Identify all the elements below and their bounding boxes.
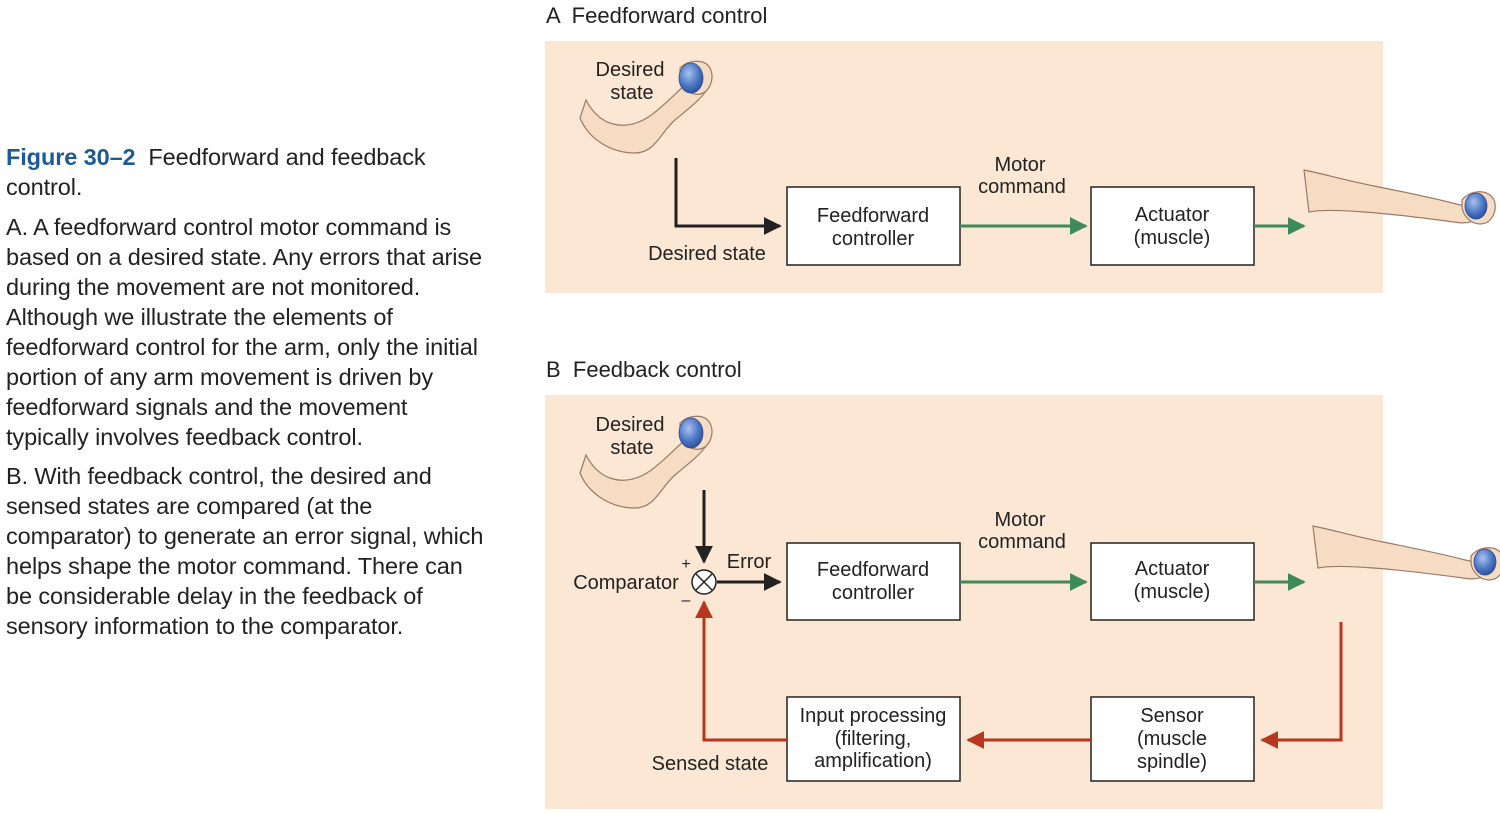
actuator-box <box>1090 542 1255 621</box>
panel-a-title: A Feedforward control <box>546 3 767 28</box>
panel-b-title: B Feedback control <box>546 357 742 382</box>
desired-state-input-label: Desired state <box>648 243 766 265</box>
controller-label-line2: controller <box>832 582 915 604</box>
desired-state-label-top: Desired <box>596 414 665 436</box>
plus-sign: + <box>681 556 690 573</box>
actuator-label-line2: (muscle) <box>1134 581 1211 603</box>
processing-label-line3: amplification) <box>814 750 932 772</box>
processing-label-line2: (filtering, <box>835 728 912 750</box>
feedback-to-sensor-arrow <box>1260 622 1343 749</box>
processing-label-line1: Input processing <box>800 705 947 727</box>
desired-state-arrow <box>674 158 782 235</box>
figure-caption: Figure 30–2 Feedforward and feedback con… <box>6 142 486 650</box>
actuator-box <box>1090 186 1255 266</box>
motor-command-label-line1: Motor <box>994 509 1045 531</box>
controller-label-line1: Feedforward <box>817 559 929 581</box>
motor-command-label-line1: Motor <box>994 154 1045 176</box>
error-label: Error <box>727 551 772 573</box>
desired-state-label-top: Desired <box>596 59 665 81</box>
figure-number: Figure 30–2 <box>6 144 136 170</box>
sensor-label-line2: (muscle <box>1137 728 1207 750</box>
sensor-box <box>1090 696 1255 782</box>
caption-title: Figure 30–2 Feedforward and feedback con… <box>6 142 486 202</box>
figure-title: Feedforward and feedback control. <box>6 144 426 200</box>
controller-label-line1: Feedforward <box>817 205 929 227</box>
feedforward-controller-box <box>786 542 961 621</box>
desired-state-label-bottom: state <box>610 82 653 104</box>
actuator-label-line1: Actuator <box>1135 204 1210 226</box>
sensor-label-line1: Sensor <box>1140 705 1204 727</box>
input-processing-box <box>786 696 961 782</box>
feedforward-controller-box <box>786 186 961 266</box>
caption-paragraph-a: A. A feedforward control motor command i… <box>6 214 483 450</box>
desired-state-label-bottom: state <box>610 437 653 459</box>
motor-command-label-line2: command <box>978 531 1066 553</box>
caption-paragraph-b: B. With feedback control, the desired an… <box>6 463 484 639</box>
actuator-label-line1: Actuator <box>1135 558 1210 580</box>
sensed-state-label: Sensed state <box>652 753 769 775</box>
minus-sign: – <box>682 592 691 609</box>
sensed-state-arrow <box>695 600 787 742</box>
controller-label-line2: controller <box>832 228 915 250</box>
actuator-label-line2: (muscle) <box>1134 227 1211 249</box>
sensor-label-line3: spindle) <box>1137 751 1207 773</box>
motor-command-label-line2: command <box>978 176 1066 198</box>
comparator-symbol <box>691 569 717 595</box>
comparator-label: Comparator <box>573 572 679 594</box>
